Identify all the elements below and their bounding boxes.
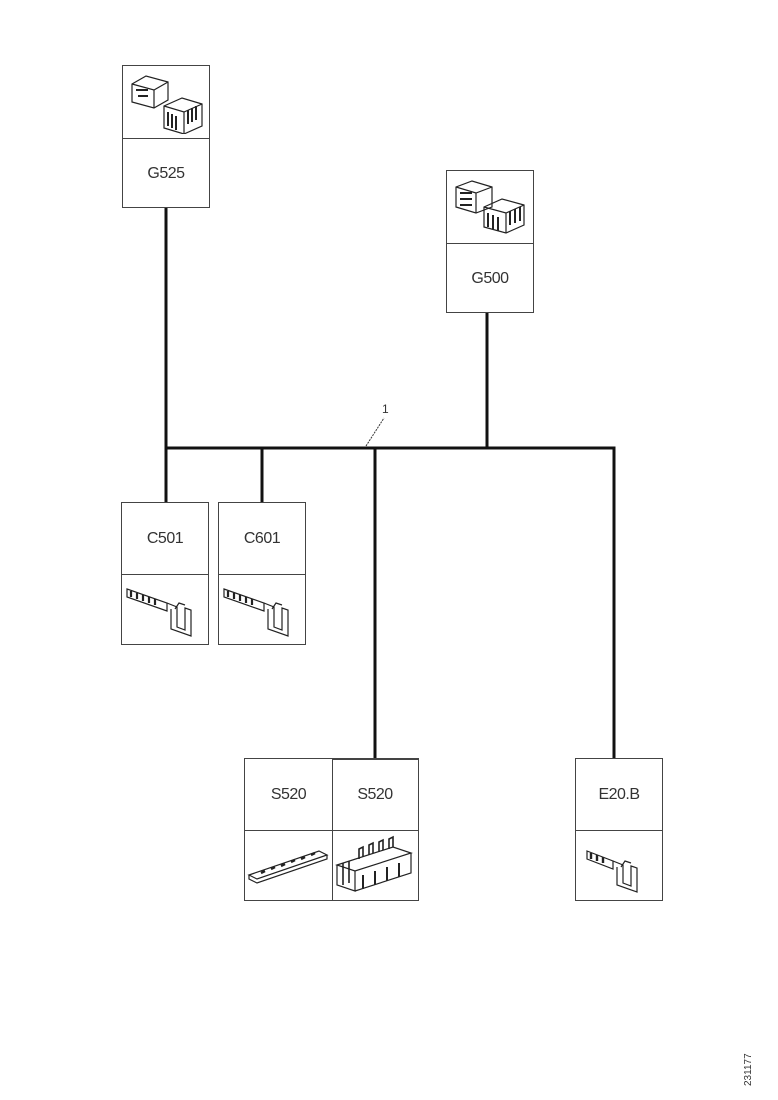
connector-housing-icon [123,66,209,138]
component-g500[interactable]: G500 [446,170,534,313]
callout-leader [365,417,385,447]
document-id: 231177 [743,1053,754,1087]
component-c601[interactable]: C601 [218,502,306,645]
component-g525[interactable]: G525 [122,65,210,208]
box-divider [332,759,333,900]
component-label: C501 [146,529,184,547]
component-label: G525 [123,138,209,209]
terminal-block-icon [332,830,418,902]
callout-number: 1 [382,402,389,416]
component-label: G500 [447,243,533,314]
component-label: C601 [243,529,281,547]
terminal-icon [576,830,662,902]
connector-housing-icon [447,171,533,243]
component-label: E20.B [598,785,640,803]
component-s520-pair[interactable]: S520 S520 [244,758,419,901]
component-label-s520-right: S520 [332,759,418,830]
component-e20b[interactable]: E20.B [575,758,663,901]
terminal-icon [219,574,305,646]
component-c501[interactable]: C501 [121,502,209,645]
terminal-icon [122,574,208,646]
component-label-s520-left: S520 [270,785,307,803]
terminal-strip-icon [245,830,332,902]
